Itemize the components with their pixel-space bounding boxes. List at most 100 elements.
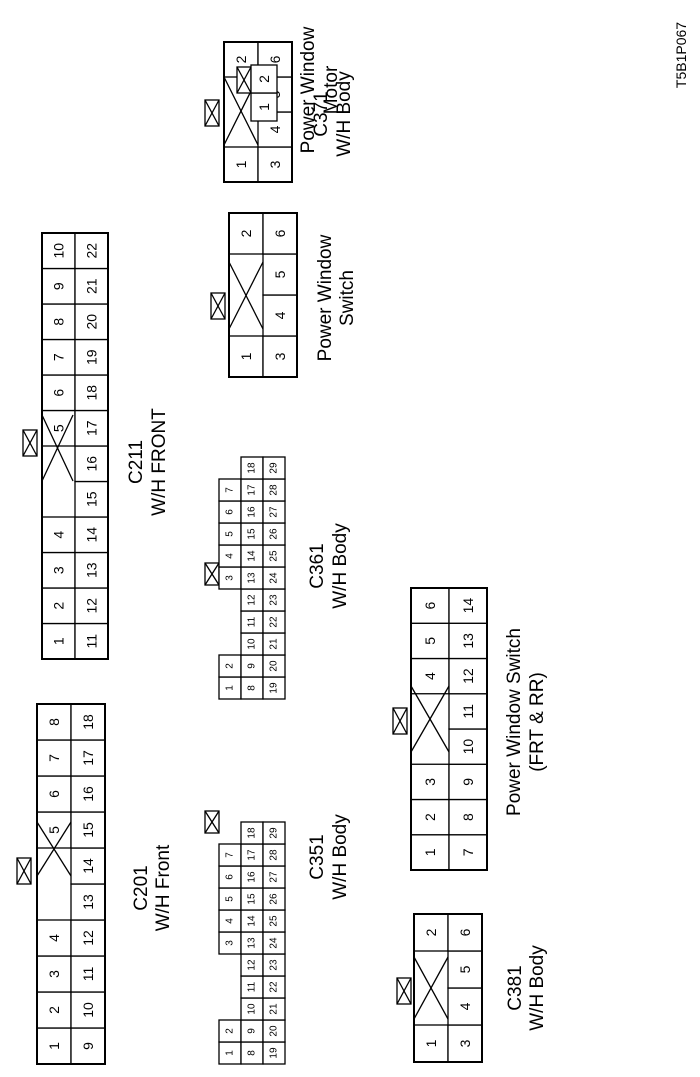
pin-label: 1 [238, 352, 254, 360]
pin-label: 1 [225, 1050, 236, 1056]
pin-label: 13 [247, 572, 258, 584]
pin-cell [70, 1027, 106, 1065]
connector-c351-name: C351 [307, 834, 328, 879]
connector-pw-motor-name: Power Window [298, 26, 319, 153]
pin-label: 7 [46, 754, 62, 762]
pin-label: 3 [46, 970, 62, 978]
pin-label: 9 [80, 1042, 96, 1050]
pin-label: 4 [51, 531, 67, 539]
pin-label: 21 [269, 638, 280, 650]
pin-cell [74, 551, 109, 589]
pin-label: 8 [46, 718, 62, 726]
pin-label: 15 [247, 893, 258, 905]
connector-c361-lock [204, 562, 220, 586]
pin-label: 12 [80, 930, 96, 946]
pin-label: 19 [269, 682, 280, 694]
connector-pws-frt-rr-key [410, 685, 450, 753]
pin-label: 2 [423, 928, 439, 936]
pin-label: 11 [80, 967, 96, 982]
pin-label: 16 [80, 786, 96, 802]
pin-label: 10 [460, 739, 476, 755]
connector-pw-switch-key [228, 261, 264, 330]
connector-c201-name: C201 [131, 865, 152, 910]
connector-c211-desc: W/H FRONT [149, 408, 170, 516]
pin-label: 9 [460, 778, 476, 786]
pin-label: 11 [84, 634, 100, 649]
pin-label: 1 [225, 685, 236, 691]
connector-pws-frt-rr-desc: (FRT & RR) [527, 672, 548, 772]
pin-label: 4 [46, 934, 62, 942]
pin-cell [447, 1024, 483, 1063]
connector-c381-desc: W/H Body [527, 945, 548, 1031]
pin-label: 3 [272, 352, 288, 360]
pin-label: 14 [80, 858, 96, 874]
pin-label: 29 [269, 462, 280, 474]
pin-label: 12 [460, 668, 476, 684]
pin-label: 20 [84, 314, 100, 330]
pin-label: 5 [225, 531, 236, 537]
pin-label: 7 [225, 852, 236, 858]
pin-label: 20 [269, 1025, 280, 1037]
pin-label: 16 [84, 456, 100, 472]
pin-cell [70, 775, 106, 813]
pin-label: 1 [256, 103, 272, 111]
pin-label: 10 [80, 1002, 96, 1018]
pin-label: 21 [269, 1003, 280, 1015]
pin-label: 19 [269, 1047, 280, 1059]
pin-label: 3 [225, 575, 236, 581]
pin-label: 7 [460, 848, 476, 856]
connector-pw-motor-pins: 12 [250, 64, 278, 122]
pin-label: 2 [51, 602, 67, 610]
pin-label: 5 [272, 270, 288, 278]
pin-label: 8 [247, 1050, 258, 1056]
pin-cell [250, 64, 278, 94]
pin-cell [70, 703, 106, 741]
pin-label: 7 [51, 353, 67, 361]
pin-label: 23 [269, 959, 280, 971]
pin-label: 17 [80, 750, 96, 766]
pin-label: 15 [84, 491, 100, 507]
pin-cell [257, 146, 293, 183]
connector-c201-lock [16, 857, 32, 885]
pin-label: 10 [247, 1003, 258, 1015]
pin-label: 24 [269, 937, 280, 949]
connector-pw-switch-name: Power Window [315, 234, 336, 361]
pin-label: 14 [247, 915, 258, 927]
pin-label: 27 [269, 506, 280, 518]
pin-label: 17 [247, 484, 258, 496]
pin-cell [228, 335, 264, 378]
pin-cell [41, 303, 76, 341]
pin-label: 4 [272, 311, 288, 319]
connector-c211-name: C211 [126, 440, 147, 484]
pin-cell [262, 456, 286, 480]
pin-label: 12 [247, 959, 258, 971]
connector-c361-name: C361 [307, 543, 328, 588]
connector-c381-name: C381 [505, 965, 526, 1010]
figure-code: T5B1P067 [673, 22, 689, 88]
pin-label: 28 [269, 484, 280, 496]
connector-c371-desc: W/H Body [334, 71, 355, 157]
pin-label: 27 [269, 871, 280, 883]
pin-label: 18 [247, 827, 258, 839]
connector-c381-lock [396, 977, 412, 1005]
connector-c381-key [413, 956, 449, 1020]
pin-label: 18 [80, 714, 96, 730]
pin-label: 2 [238, 229, 254, 237]
connector-pw-motor: 12 Power Window Motor [236, 26, 342, 153]
pin-label: 9 [247, 663, 258, 669]
pin-label: 3 [457, 1039, 473, 1047]
pin-label: 14 [460, 598, 476, 614]
pin-label: 7 [225, 487, 236, 493]
pin-label: 1 [46, 1042, 62, 1050]
pin-label: 20 [269, 660, 280, 672]
